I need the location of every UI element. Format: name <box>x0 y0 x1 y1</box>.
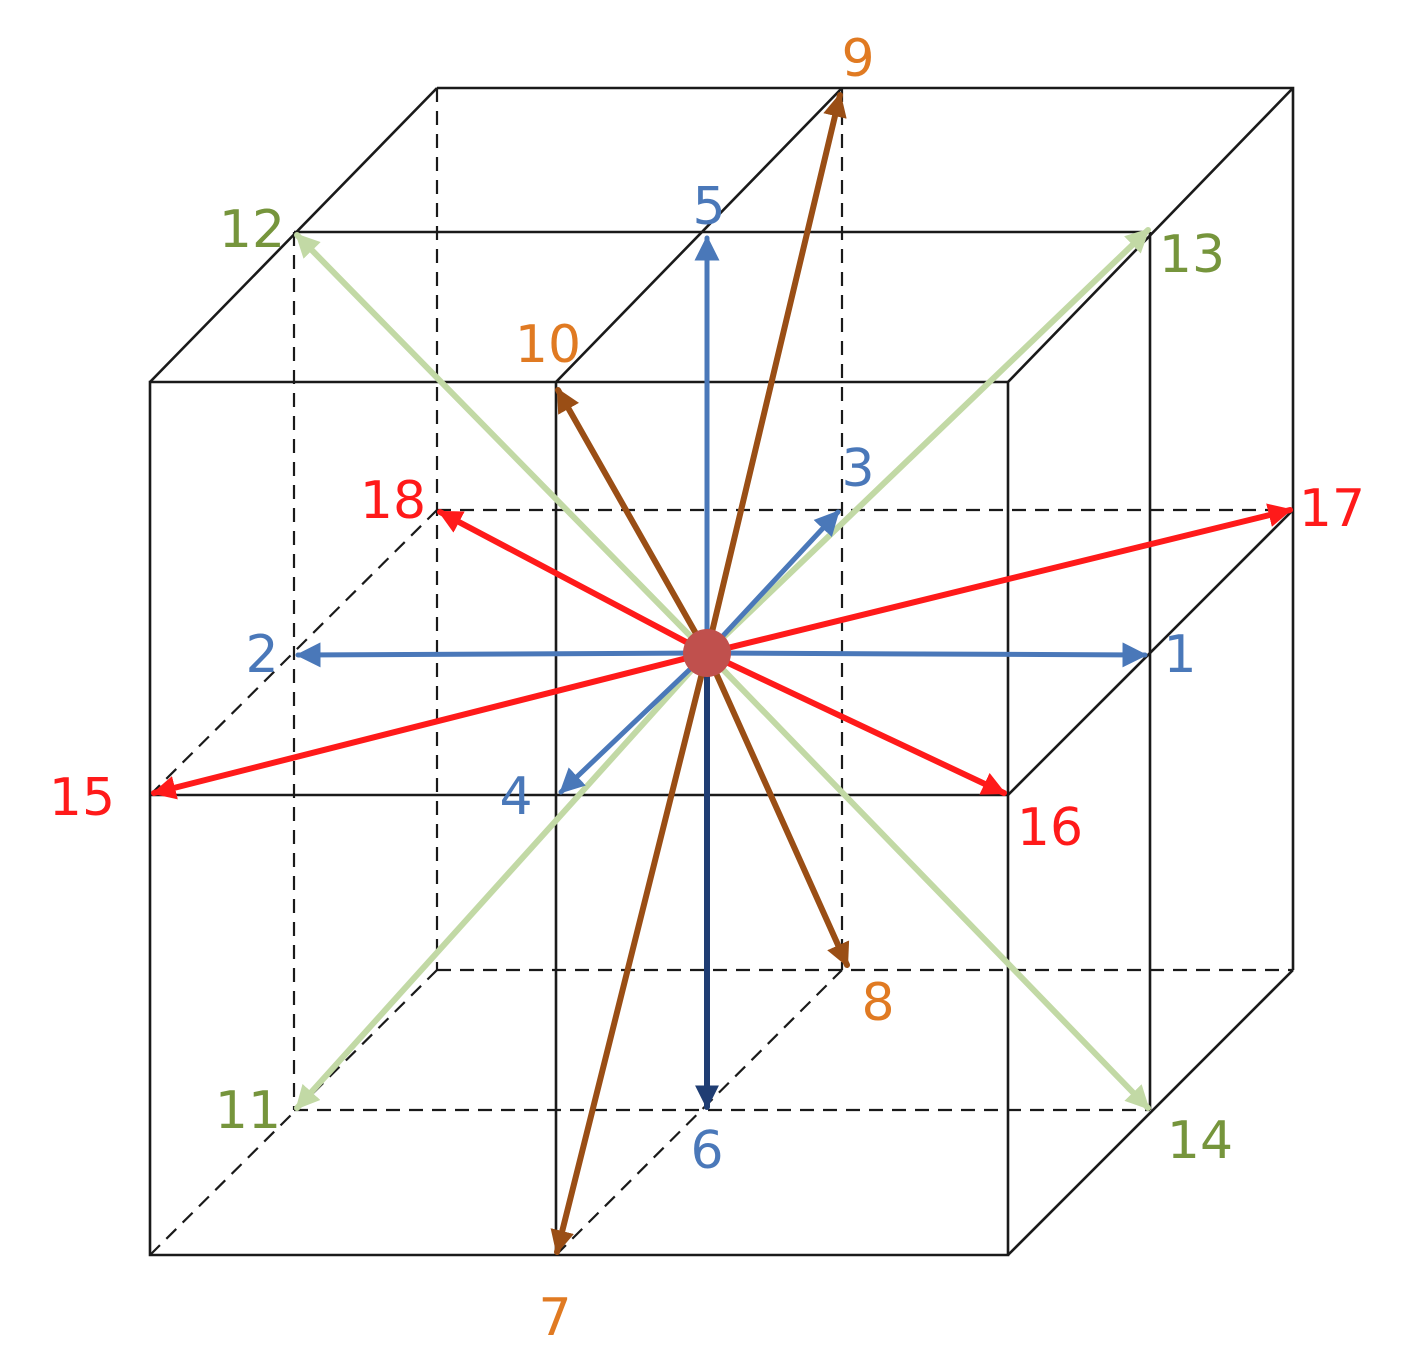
vector-arrow-2 <box>295 642 710 668</box>
vector-label-3: 3 <box>841 439 874 499</box>
vector-label-12: 12 <box>219 200 285 260</box>
vector-label-14: 14 <box>1167 1111 1233 1171</box>
vector-arrow-7 <box>550 650 710 1255</box>
vector-label-17: 17 <box>1299 479 1365 539</box>
hplane-right <box>1007 509 1294 796</box>
depth-edge-bottom-right <box>1007 969 1294 1256</box>
vector-arrow-15 <box>151 650 710 800</box>
vector-arrow-13 <box>704 227 1151 656</box>
vector-label-9: 9 <box>841 29 874 89</box>
vector-label-4: 4 <box>499 767 532 827</box>
vector-label-11: 11 <box>215 1081 281 1141</box>
depth-edge-bottom-left <box>149 969 438 1256</box>
vector-label-18: 18 <box>360 471 426 531</box>
vplane-bottom <box>555 969 843 1256</box>
vector-arrow-3 <box>704 509 841 656</box>
center-node <box>683 629 731 677</box>
vector-arrow-1 <box>704 642 1148 668</box>
vector-arrow-12 <box>294 232 710 656</box>
vector-arrow-18 <box>437 509 710 656</box>
vector-arrow-14 <box>704 650 1151 1111</box>
vector-label-10: 10 <box>515 315 581 375</box>
vector-arrow-11 <box>294 650 710 1111</box>
vector-label-8: 8 <box>861 973 894 1033</box>
vector-label-2: 2 <box>245 625 278 685</box>
vector-label-5: 5 <box>692 177 725 237</box>
vector-label-1: 1 <box>1163 625 1196 685</box>
vector-label-13: 13 <box>1159 225 1225 285</box>
vector-label-15: 15 <box>49 768 115 828</box>
vector-arrow-17 <box>704 503 1293 656</box>
vplane-top <box>555 87 843 383</box>
vector-label-7: 7 <box>538 1288 571 1348</box>
vector-arrow-4 <box>558 650 710 795</box>
velocity-vectors <box>151 92 1293 1255</box>
vector-arrow-10 <box>555 387 710 656</box>
vector-arrow-8 <box>704 650 850 968</box>
vector-label-6: 6 <box>690 1121 723 1181</box>
vector-arrow-9 <box>704 92 847 656</box>
vector-arrow-16 <box>704 650 1007 796</box>
vector-label-16: 16 <box>1017 798 1083 858</box>
